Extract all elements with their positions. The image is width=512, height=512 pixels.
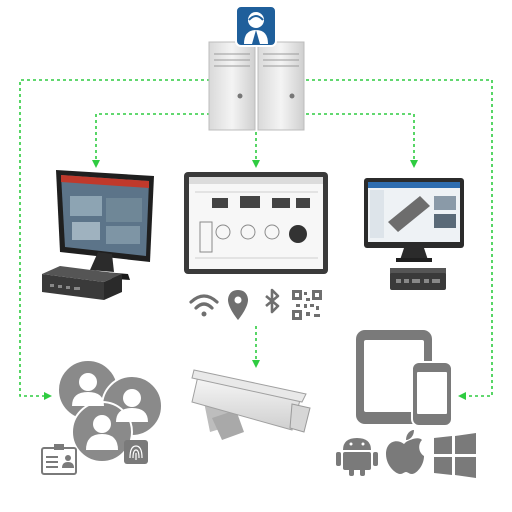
camera-hood: [191, 369, 307, 403]
wall-mounted-panel-display-icon: [184, 172, 328, 274]
terminal-server-logo-icon: [235, 5, 277, 47]
location-pin-icon: [228, 290, 248, 320]
connectors: [19, 79, 493, 400]
connector-server-left-monitor: [92, 113, 210, 168]
connector-server-right-monitor: [306, 113, 418, 168]
connector-server-right-outer: [306, 79, 493, 400]
smartphone-icon: [411, 361, 453, 427]
monitor-with-thin-client-icon: [42, 170, 154, 300]
left-monitor-stand: [90, 252, 114, 272]
bluetooth-icon: [265, 288, 280, 314]
id-badge-icon: [41, 444, 77, 475]
thin-client-box: [42, 266, 122, 300]
panel-screen: [189, 177, 323, 269]
qr-code-icon: [292, 290, 322, 320]
fingerprint-icon: [124, 440, 148, 464]
mini-pc-box: [390, 268, 446, 290]
server-led-left: [237, 93, 243, 99]
security-camera-icon: [191, 369, 311, 440]
monitor-with-mini-pc-icon: [364, 178, 464, 290]
server-led-right: [289, 93, 295, 99]
server-tower-left: [208, 41, 256, 131]
user-silhouettes: [72, 373, 148, 450]
connector-server-left-outer: [19, 79, 210, 400]
server-towers: [208, 5, 305, 131]
windows-icon: [434, 433, 476, 478]
server-tower-right: [257, 41, 305, 131]
apple-icon: [386, 430, 424, 474]
android-icon: [336, 438, 378, 476]
wifi-icon: [189, 294, 219, 317]
connectivity-icons: [189, 288, 322, 320]
